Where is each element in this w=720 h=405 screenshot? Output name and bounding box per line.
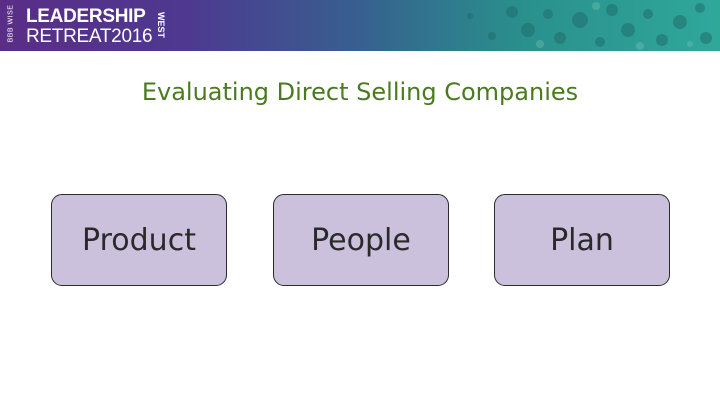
header-banner: BBB WISE LEADERSHIP RETREAT2016 WEST [0,0,720,51]
box-product: Product [51,194,227,286]
logo-vertical-right-text: WEST [156,12,167,38]
decorative-dot-pattern [467,2,712,50]
logo-vertical-right: WEST [155,6,167,46]
logo-wordmark: LEADERSHIP RETREAT2016 [26,5,153,47]
logo-line-retreat: RETREAT2016 [26,25,153,47]
logo-line-leadership: LEADERSHIP [26,5,146,27]
box-plan: Plan [494,194,670,286]
slide-title: Evaluating Direct Selling Companies [141,78,579,106]
event-logo: BBB WISE LEADERSHIP RETREAT2016 WEST [6,4,167,47]
logo-vertical-left: BBB WISE [6,4,16,46]
logo-vertical-left-text: BBB WISE [7,4,15,43]
logo-year: 2016 [111,25,153,47]
logo-retreat-word: RETREAT [26,25,112,47]
box-people: People [273,194,449,286]
